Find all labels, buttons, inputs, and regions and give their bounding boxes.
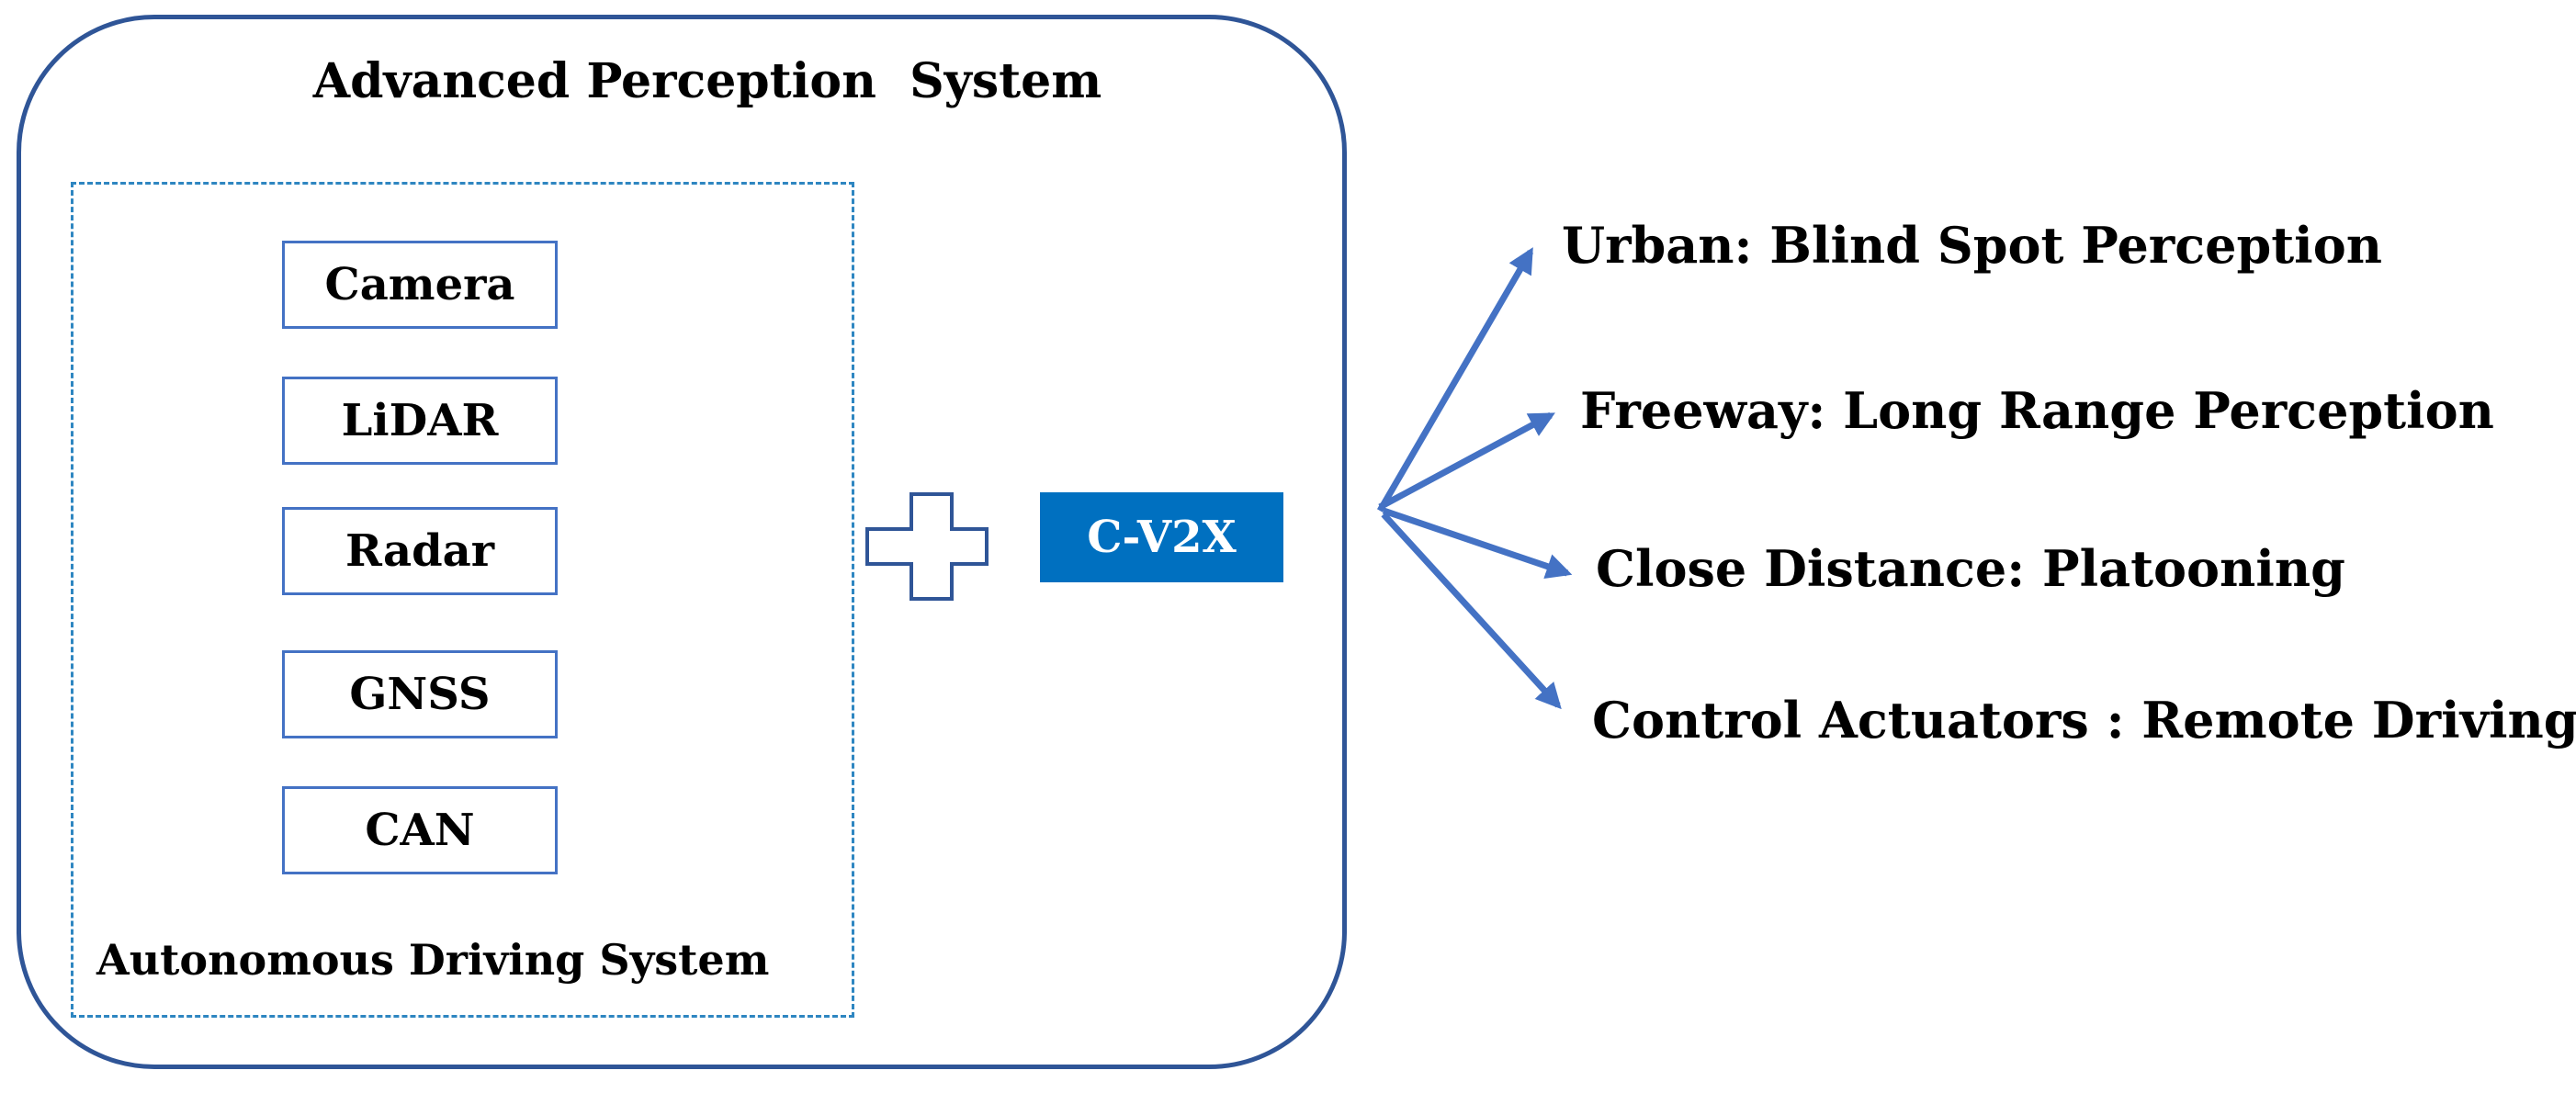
sensor-camera: Camera <box>282 241 558 329</box>
sensor-gnss: GNSS <box>282 650 558 738</box>
plus-icon <box>865 492 989 601</box>
sensor-lidar: LiDAR <box>282 377 558 465</box>
arrow-to-close-distance <box>1382 507 1573 580</box>
autonomous-driving-system-box <box>71 182 854 1018</box>
arrow-to-freeway <box>1378 411 1555 511</box>
application-freeway: Freeway: Long Range Perception <box>1580 381 2494 440</box>
sensor-can: CAN <box>282 786 558 874</box>
arrow-to-control-actuators <box>1381 512 1562 710</box>
sensor-radar: Radar <box>282 507 558 595</box>
arrow-to-urban <box>1376 247 1534 513</box>
cv2x-box: C-V2X <box>1040 492 1283 582</box>
application-control-actuators: Control Actuators : Remote Driving <box>1592 691 2576 749</box>
autonomous-driving-system-label: Autonomous Driving System <box>96 935 770 985</box>
advanced-perception-system-box <box>17 15 1347 1069</box>
advanced-perception-system-title: Advanced Perception System <box>312 53 1102 109</box>
application-close-distance: Close Distance: Platooning <box>1596 539 2345 598</box>
application-urban: Urban: Blind Spot Perception <box>1562 216 2382 275</box>
